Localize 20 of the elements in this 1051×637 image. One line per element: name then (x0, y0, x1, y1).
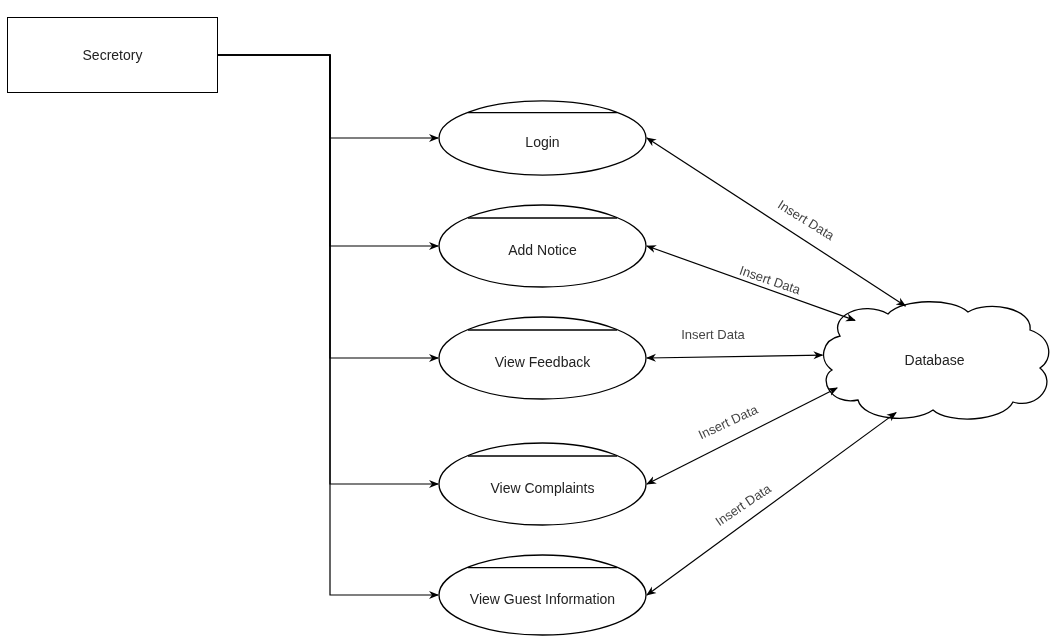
arrow (217, 54, 439, 599)
actor-box (7, 17, 218, 93)
node-label: View Guest Information (469, 589, 616, 609)
node-label: Secretory (82, 45, 143, 65)
node-label: View Feedback (494, 352, 591, 372)
use-case-ellipse (438, 100, 647, 176)
use-case-ellipse (438, 316, 647, 400)
edge-label: Insert Data (680, 327, 746, 341)
node-label: Login (525, 132, 560, 152)
node-label: Add Notice (508, 240, 577, 260)
use-case-ellipse (438, 442, 647, 526)
arrow (646, 351, 824, 362)
arrow (646, 387, 838, 485)
node-label: View Complaints (490, 478, 595, 498)
node-label: Database (904, 350, 965, 370)
arrow (646, 137, 907, 307)
arrow (646, 245, 856, 322)
use-case-ellipse (438, 554, 647, 636)
arrow (646, 412, 897, 596)
use-case-ellipse (438, 204, 647, 288)
